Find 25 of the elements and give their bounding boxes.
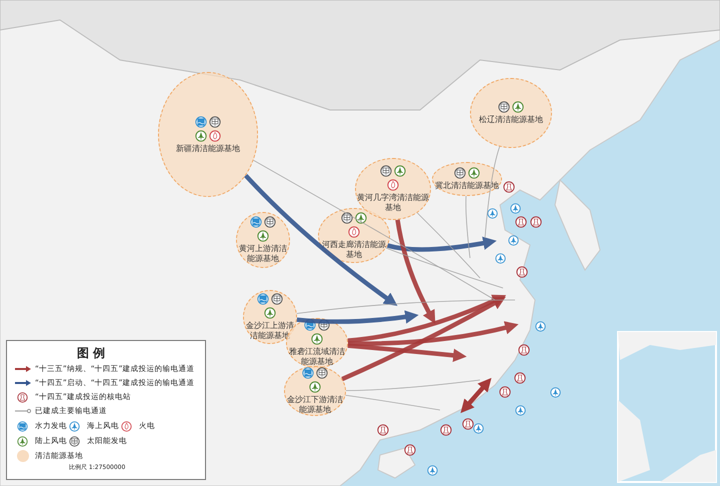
flow-arrow: [244, 174, 398, 306]
transmission-line: [416, 212, 480, 278]
flow-arrow: [341, 296, 506, 382]
transmission-line: [346, 380, 480, 392]
base-name: 雅砻江流域清洁能源基地: [288, 347, 346, 367]
transmission-line: [296, 300, 516, 314]
transmission-line: [253, 160, 496, 300]
flow-arrow: [296, 310, 419, 324]
base-name: 冀北清洁能源基地: [435, 181, 499, 191]
base-name: 金沙江下游清洁能源基地: [286, 395, 344, 415]
flow-arrow: [395, 219, 436, 324]
transmission-line: [386, 248, 504, 288]
flow-arrow: [348, 294, 506, 343]
flow-arrow: [387, 236, 497, 252]
base-name: 新疆清洁能源基地: [176, 144, 240, 154]
transmission-line: [345, 394, 440, 410]
flow-arrow: [348, 321, 519, 346]
base-name: 黄河几字湾清洁能源基地: [356, 193, 430, 213]
transmission-line: [465, 196, 470, 258]
flow-arrow: [348, 343, 467, 362]
legend-title: 图 例: [77, 345, 106, 362]
transmission-line: [484, 146, 500, 238]
base-name: 河西走廊清洁能源基地: [321, 240, 387, 260]
base-name: 松辽清洁能源基地: [479, 115, 543, 125]
base-name: 黄河上游清洁能源基地: [238, 244, 288, 264]
